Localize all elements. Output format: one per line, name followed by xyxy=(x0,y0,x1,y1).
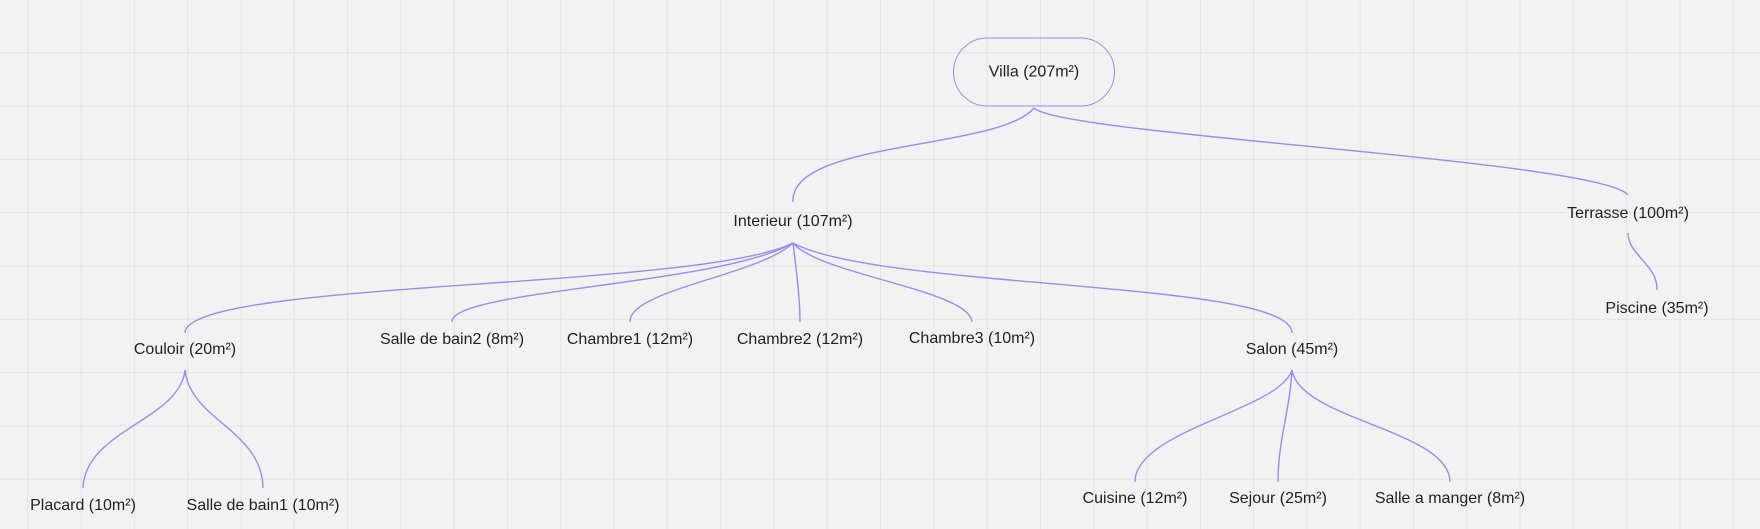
node-salle-de-bain2[interactable]: Salle de bain2 (8m²) xyxy=(379,331,525,348)
node-sejour[interactable]: Sejour (25m²) xyxy=(1229,490,1327,507)
node-placard[interactable]: Placard (10m²) xyxy=(30,497,136,514)
edge-salon-cuisine xyxy=(1134,369,1293,483)
edge-salon-salle-a-manger xyxy=(1291,369,1451,483)
node-cuisine[interactable]: Cuisine (12m²) xyxy=(1082,490,1188,507)
node-couloir[interactable]: Couloir (20m²) xyxy=(133,341,237,358)
node-salon[interactable]: Salon (45m²) xyxy=(1245,341,1339,358)
node-chambre3[interactable]: Chambre3 (10m²) xyxy=(908,330,1036,347)
node-chambre2[interactable]: Chambre2 (12m²) xyxy=(736,331,864,348)
edge-villa-interieur xyxy=(792,107,1035,203)
edge-interieur-chambre2 xyxy=(792,242,801,323)
edge-interieur-salon xyxy=(792,242,1293,334)
edge-interieur-salle-de-bain2 xyxy=(451,242,794,323)
edge-interieur-chambre3 xyxy=(792,242,973,323)
edge-couloir-salle-de-bain1 xyxy=(184,369,264,489)
root-node-villa[interactable]: Villa (207m²) xyxy=(953,37,1115,107)
edge-couloir-placard xyxy=(82,369,186,489)
node-salle-de-bain1[interactable]: Salle de bain1 (10m²) xyxy=(186,497,340,514)
node-chambre1[interactable]: Chambre1 (12m²) xyxy=(566,331,694,348)
edge-villa-terrasse xyxy=(1033,107,1629,196)
edge-interieur-chambre1 xyxy=(629,242,794,323)
node-salle-a-manger[interactable]: Salle a manger (8m²) xyxy=(1374,490,1526,507)
node-terrasse[interactable]: Terrasse (100m²) xyxy=(1567,205,1689,222)
root-node-label: Villa (207m²) xyxy=(988,63,1080,80)
edge-salon-sejour xyxy=(1277,369,1293,483)
node-interieur[interactable]: Interieur (107m²) xyxy=(733,213,853,230)
node-piscine[interactable]: Piscine (35m²) xyxy=(1605,300,1709,317)
edge-terrasse-piscine xyxy=(1627,232,1658,291)
edge-interieur-couloir xyxy=(184,242,794,334)
